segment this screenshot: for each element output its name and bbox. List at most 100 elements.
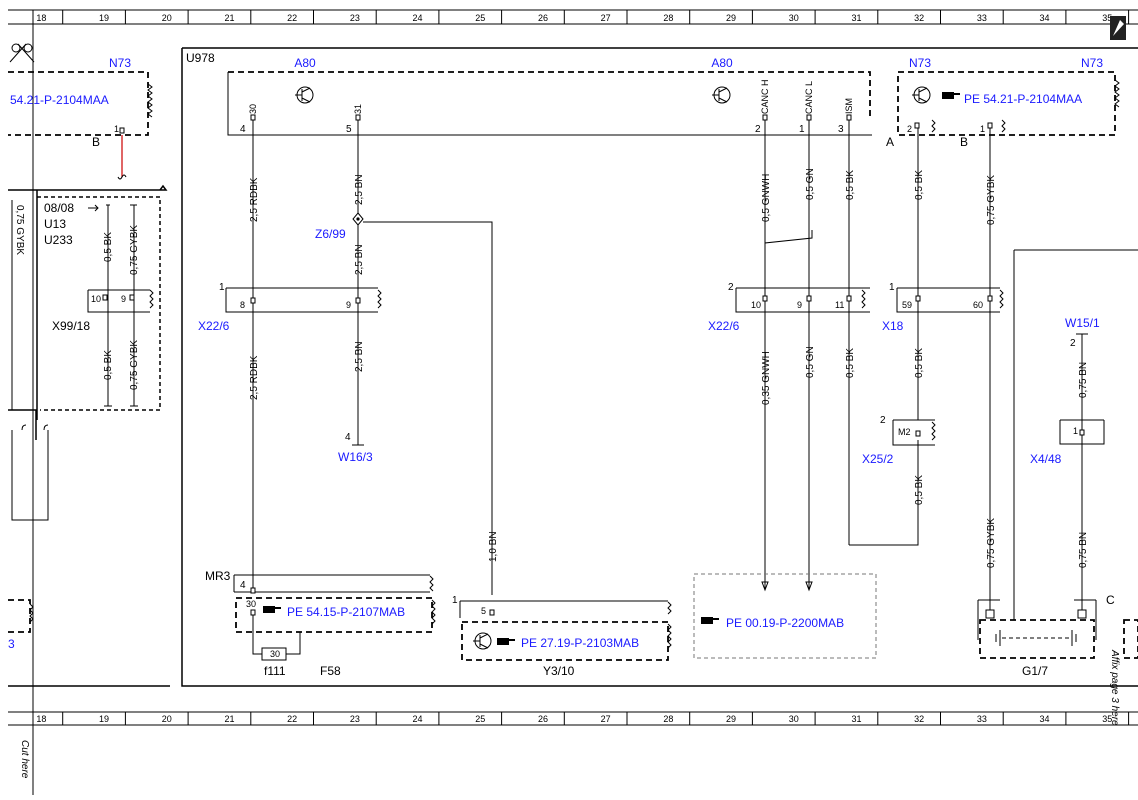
bottom-scale-column-label: 29 — [726, 714, 736, 724]
pen-icon[interactable] — [1110, 16, 1126, 40]
variant-wire2: 0,75 GYBK — [129, 225, 140, 275]
top-scale-column-label: 24 — [413, 13, 423, 23]
g1-7-battery: C G1/7 0,75 GYBK — [977, 249, 1138, 678]
z6-99-splice: Z6/99 — [315, 212, 493, 595]
wire-bn-low: 2,5 BN — [354, 341, 365, 372]
x99-pin10: 10 — [91, 294, 101, 304]
scissors-icon — [9, 43, 35, 63]
top-scale-column-label: 20 — [162, 13, 172, 23]
wire-bk-low: 0,5 BK — [845, 348, 856, 378]
pe-2200-ref[interactable]: PE 00.19-P-2200MAB — [726, 616, 844, 630]
x18-num: 1 — [889, 282, 895, 293]
x22-6-right-pin9: 9 — [797, 300, 802, 310]
mr3-label: MR3 — [205, 569, 231, 583]
cut-wire-label: 0,75 GYBK — [14, 205, 25, 255]
g1-7-label: G1/7 — [1022, 664, 1048, 678]
n73-right-ref[interactable]: PE 54.21-P-2104MAA — [964, 92, 1082, 106]
x22-6-right-pin10: 10 — [751, 300, 761, 310]
left-edge-ref: 3 — [8, 637, 15, 651]
bottom-scale-column-label: 23 — [350, 714, 360, 724]
pe-2200-box: PE 00.19-P-2200MAB — [693, 573, 877, 659]
pe-2107-ref[interactable]: PE 54.15-P-2107MAB — [287, 605, 405, 619]
top-scale-column-label: 35 — [1102, 13, 1112, 23]
w15-1-pin: 2 — [1070, 338, 1076, 349]
x22-6-left-pin8: 8 — [240, 300, 245, 310]
n73-right-label-b: N73 — [1081, 56, 1103, 70]
left-frame-top — [8, 184, 168, 191]
cut-here-text: Cut here — [19, 740, 30, 779]
x22-6-left: 1 8 9 X22/6 — [198, 282, 382, 333]
n73-left-ref[interactable]: 54.21-P-2104MAA — [10, 93, 109, 107]
top-scale-column-label: 27 — [601, 13, 611, 23]
n73-left-pin: 1 — [114, 124, 119, 134]
top-scale-column-label: 29 — [726, 13, 736, 23]
bottom-scale-column-label: 25 — [475, 714, 485, 724]
bottom-scale-column-label: 30 — [789, 714, 799, 724]
n73-left: N73 54.21-P-2104MAA 1 B — [8, 56, 153, 180]
x22-6-right-label: X22/6 — [708, 319, 740, 333]
x22-6-right-num: 2 — [728, 282, 734, 293]
wire-w151: 0,75 BN — [1078, 362, 1089, 398]
a80-left-label: A80 — [294, 56, 316, 70]
top-scale-column-label: 19 — [99, 13, 109, 23]
f58-fuse-box: MR3 4 30 PE 54.15-P-2107MAB 30 f111 F58 — [205, 569, 436, 678]
wire-x18-gybk-top: 0,75 GYBK — [986, 175, 997, 225]
variant-wire4: 0,75 GYBK — [129, 340, 140, 390]
variant-line1: 08/08 — [44, 201, 74, 215]
left-frame-bottom — [8, 409, 37, 440]
transistor-icon — [473, 632, 492, 650]
top-scale-column-label: 22 — [287, 13, 297, 23]
bottom-scale-column-label: 21 — [224, 714, 234, 724]
wire-gn-low: 0,5 GN — [805, 346, 816, 378]
mr3-pin30: 30 — [246, 599, 256, 609]
x99-pin9: 9 — [121, 294, 126, 304]
y3-10-num: 1 — [452, 595, 458, 606]
a80-box: A80 A80 30 31 CANC H CANC L ISM 4 5 2 1 … — [227, 56, 872, 136]
x22-6-right: 2 10 9 11 X22/6 — [708, 282, 870, 333]
a80-right-label: A80 — [711, 56, 733, 70]
wire-g17: 0,75 GYBK — [986, 518, 997, 568]
n73-right: N73 N73 PE 54.21-P-2104MAA 2 1 A B — [886, 56, 1120, 149]
n73-terminal-b: B — [960, 135, 968, 149]
n73-left-terminal: B — [92, 135, 100, 149]
x18-pin60: 60 — [973, 300, 983, 310]
top-scale-column-label: 26 — [538, 13, 548, 23]
top-scale-column-label: 25 — [475, 13, 485, 23]
top-scale-column-label: 33 — [977, 13, 987, 23]
bottom-scale-column-label: 34 — [1040, 714, 1050, 724]
variant-wire1: 0,5 BK — [103, 232, 114, 262]
bottom-scale-column-label: 27 — [601, 714, 611, 724]
transistor-icon — [712, 86, 731, 104]
bottom-scale-column-label: 28 — [663, 714, 673, 724]
n73-terminal-a: A — [886, 135, 894, 149]
y3-10-ref[interactable]: PE 27.19-P-2103MAB — [521, 636, 639, 650]
top-scale-column-label: 23 — [350, 13, 360, 23]
y3-10: 1,0 BN 1 5 PE 27.19-P-2103MAB Y3/10 — [452, 531, 672, 678]
a80-n2: 2 — [755, 124, 761, 135]
twist-marker — [764, 230, 813, 250]
pointing-hand-icon — [497, 638, 515, 645]
x18-label: X18 — [882, 319, 904, 333]
wire-bn-mid: 2,5 BN — [354, 244, 365, 275]
pointing-hand-icon — [701, 617, 719, 624]
wire-rdbk-top: 2,5 RDBK — [249, 177, 260, 222]
transistor-icon — [295, 86, 314, 104]
bottom-scale-column-label: 20 — [162, 714, 172, 724]
variant-line2: U13 — [44, 217, 66, 231]
bottom-scale-column-label: 24 — [413, 714, 423, 724]
affix-text: Affix page 3 here — [1109, 649, 1120, 726]
bottom-scale-column-label: 35 — [1102, 714, 1112, 724]
fuse-30: 30 — [270, 649, 280, 659]
transistor-icon — [912, 86, 931, 104]
w16-3-pin: 4 — [345, 432, 351, 443]
wire-gnwh-top: 0,5 GNWH — [761, 174, 772, 222]
y3-10-label: Y3/10 — [543, 664, 575, 678]
bottom-scale-column-label: 19 — [99, 714, 109, 724]
bottom-scale-column-label: 22 — [287, 714, 297, 724]
f111-label: f111 — [264, 664, 286, 678]
a80-n4: 4 — [240, 124, 246, 135]
wire-gn-top: 0,5 GN — [805, 168, 816, 200]
x4-48-label: X4/48 — [1030, 452, 1062, 466]
w16-3-label: W16/3 — [338, 450, 373, 464]
